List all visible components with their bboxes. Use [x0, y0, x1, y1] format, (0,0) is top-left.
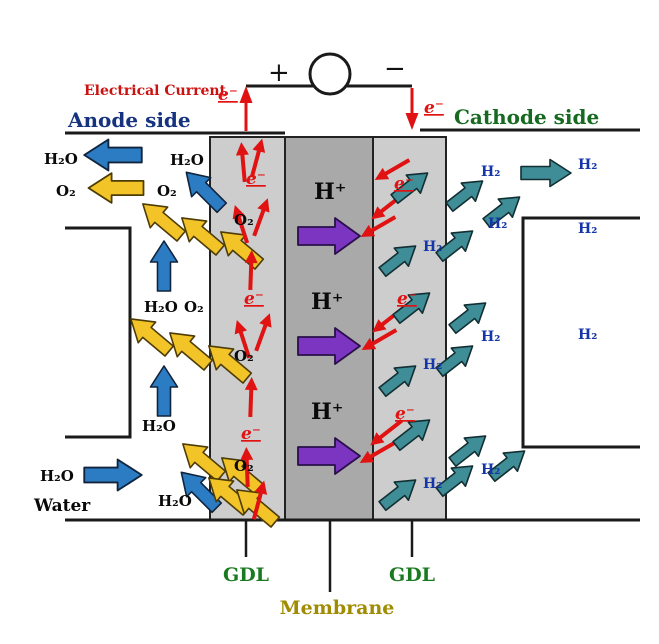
- hydrogen-label: H₂: [578, 327, 597, 343]
- power-supply-icon: [308, 52, 352, 96]
- hydrogen-label: H₂: [423, 357, 442, 373]
- electron-labels: e⁻ e⁻ e⁻ e⁻ e⁻ e⁻: [241, 169, 417, 444]
- plus-terminal-label: +: [268, 58, 290, 88]
- water-arrow: [149, 365, 179, 417]
- hydrogen-label: H₂: [481, 164, 500, 180]
- oxygen-label: O₂: [234, 457, 254, 475]
- hydrogen-label: H₂: [481, 462, 500, 478]
- external-circuit: Electrical Current e⁻ + − e⁻: [84, 52, 444, 131]
- oxygen-out-arrow: [87, 172, 145, 204]
- water-label: H₂O: [144, 298, 178, 316]
- oxygen-label: O₂: [56, 182, 76, 200]
- water-arrow: [149, 240, 179, 292]
- oxygen-label: O₂: [234, 211, 254, 229]
- water-word-label: Water: [33, 496, 91, 516]
- hydrogen-label: H₂: [423, 476, 442, 492]
- water-label: H₂O: [158, 492, 192, 510]
- proton-labels: H⁺ H⁺ H⁺: [311, 179, 346, 425]
- proton-label: H⁺: [311, 399, 343, 425]
- water-label: H₂O: [44, 150, 78, 168]
- hydrogen-label: H₂: [578, 221, 597, 237]
- electron-label: e⁻: [394, 174, 414, 194]
- hydrogen-label: H₂: [578, 157, 597, 173]
- electron-label: e⁻: [246, 169, 266, 189]
- plates-and-channels: [65, 128, 640, 592]
- electron-label-top-left: e⁻: [218, 85, 238, 105]
- electron-label-top-right: e⁻: [424, 98, 444, 118]
- anode-species-labels: H₂O H₂O O₂ O₂ O₂ H₂O O₂ O₂ H₂O O₂ H₂O H₂…: [33, 150, 254, 516]
- hydrogen-out-arrow: [520, 158, 572, 188]
- hydrogen-label: H₂: [488, 216, 507, 232]
- oxygen-arrow: [133, 192, 191, 248]
- membrane-label: Membrane: [280, 597, 395, 619]
- layer-labels: GDL Membrane GDL: [223, 564, 435, 619]
- cathode-flow-channel-wall: [521, 216, 640, 449]
- proton-label: H⁺: [314, 179, 346, 205]
- water-inlet-label: H₂O: [40, 467, 74, 485]
- electrical-current-label: Electrical Current: [84, 83, 227, 99]
- water-label: H₂O: [142, 417, 176, 435]
- oxygen-label: O₂: [184, 298, 204, 316]
- gdl-left-label: GDL: [223, 564, 269, 586]
- oxygen-label: O₂: [157, 182, 177, 200]
- water-in-arrow: [83, 458, 143, 492]
- hydrogen-label: H₂: [481, 329, 500, 345]
- proton-label: H⁺: [311, 289, 343, 315]
- water-label: H₂O: [170, 151, 204, 169]
- gdl-right-label: GDL: [389, 564, 435, 586]
- anode-side-title: Anode side: [67, 108, 191, 132]
- electron-label: e⁻: [241, 424, 261, 444]
- minus-terminal-label: −: [384, 54, 406, 84]
- cathode-side-title: Cathode side: [454, 105, 599, 129]
- anode-flow-channel-wall: [65, 226, 132, 439]
- electron-label: e⁻: [395, 404, 415, 424]
- hydrogen-label: H₂: [423, 239, 442, 255]
- oxygen-label: O₂: [234, 347, 254, 365]
- electron-current-arrow-left: [239, 86, 253, 131]
- hydrogen-labels: H₂ H₂ H₂ H₂ H₂ H₂ H₂ H₂ H₂ H₂: [423, 157, 597, 492]
- electron-current-arrow-right: [405, 88, 419, 130]
- electron-label: e⁻: [244, 289, 264, 309]
- electron-label: e⁻: [397, 289, 417, 309]
- water-out-arrow: [83, 138, 143, 172]
